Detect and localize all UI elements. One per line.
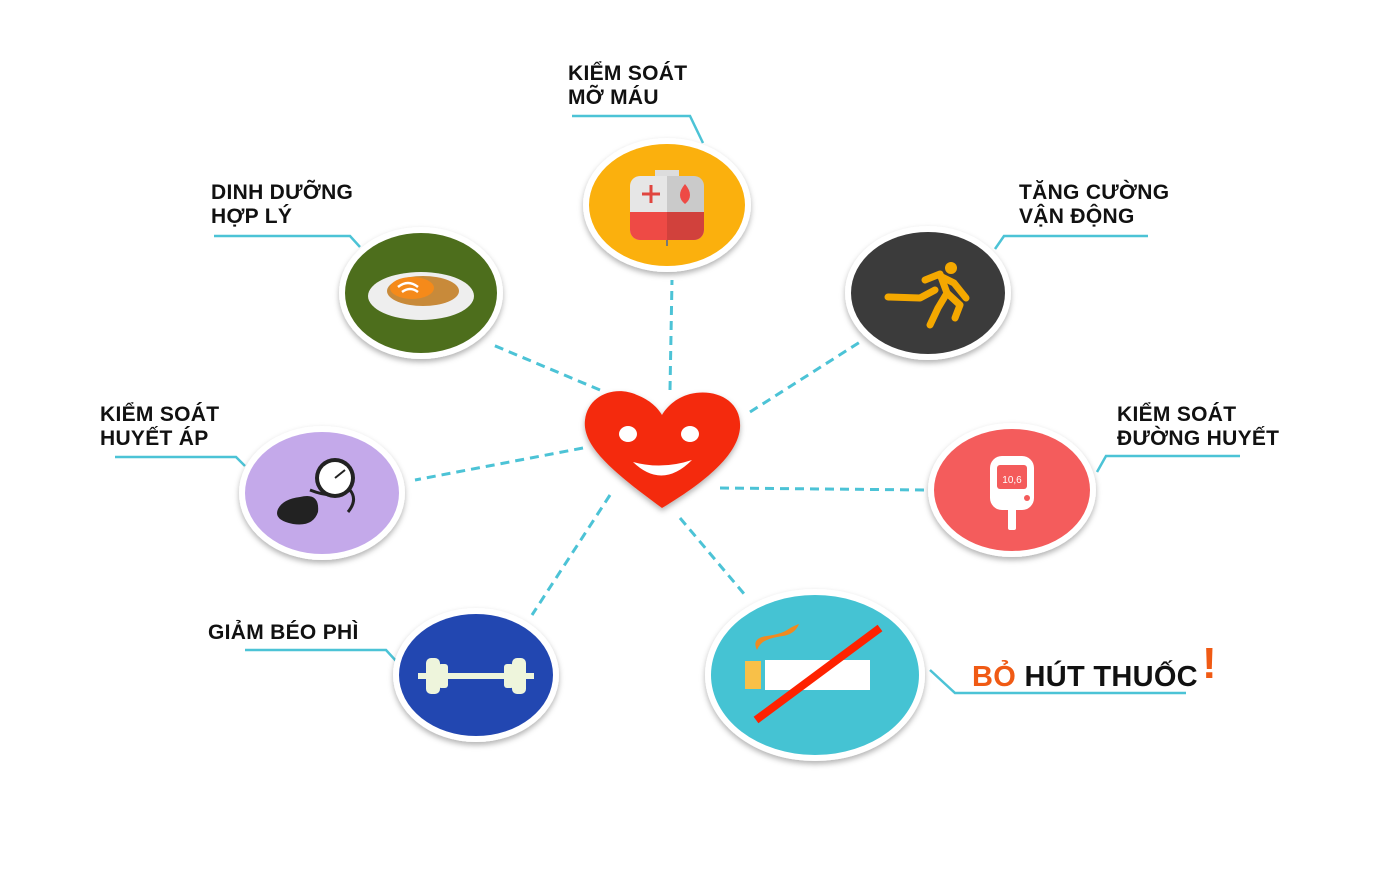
blood-pressure-label-line1: KIỂM SOÁT (100, 403, 220, 426)
glucometer-reading: 10,6 (1002, 475, 1022, 486)
exclamation-mark: ! (1201, 639, 1217, 688)
running-man-icon (884, 262, 970, 329)
label-leaders (115, 114, 1240, 695)
blood-pressure-label-line2: HUYẾT ÁP (100, 427, 209, 450)
blood-bag-icon (630, 170, 704, 246)
lipid-label-line2: MỠ MÁU (568, 86, 659, 109)
glucose-label-line1: KIỂM SOÁT (1117, 403, 1237, 426)
smoking-label-word1: BỎ (972, 661, 1017, 693)
exercise-label: TĂNG CƯỜNG VẬN ĐỘNG (1019, 181, 1169, 229)
smoking-label: BỎ HÚT THUỐC! (972, 642, 1217, 694)
smoking-label-word2: HÚT THUỐC (1024, 661, 1198, 693)
blood-pressure-gauge-icon (277, 458, 355, 525)
blood-pressure-label: KIỂM SOÁT HUYẾT ÁP (100, 403, 219, 451)
glucose-label: KIỂM SOÁT ĐƯỜNG HUYẾT (1117, 403, 1279, 451)
nutrition-label-line2: HỢP LÝ (211, 205, 293, 228)
nutrition-label-line1: DINH DƯỠNG (211, 181, 354, 204)
smiling-heart-icon (584, 391, 741, 508)
exercise-label-line1: TĂNG CƯỜNG (1019, 181, 1170, 204)
weight-label: GIẢM BÉO PHÌ (208, 621, 359, 645)
glucose-label-line2: ĐƯỜNG HUYẾT (1117, 427, 1280, 450)
weight-label-line1: GIẢM BÉO PHÌ (208, 621, 359, 644)
lipid-label: KIỂM SOÁT MỠ MÁU (568, 62, 687, 110)
dumbbell-icon (418, 658, 534, 694)
no-smoking-icon (745, 624, 883, 724)
food-plate-icon (368, 272, 474, 320)
lipid-label-line1: KIỂM SOÁT (568, 62, 688, 85)
glucometer-icon: 10,6 (990, 456, 1034, 530)
exercise-label-line2: VẬN ĐỘNG (1019, 205, 1135, 228)
nutrition-label: DINH DƯỠNG HỢP LÝ (211, 181, 353, 229)
dashed-connectors (414, 279, 929, 616)
